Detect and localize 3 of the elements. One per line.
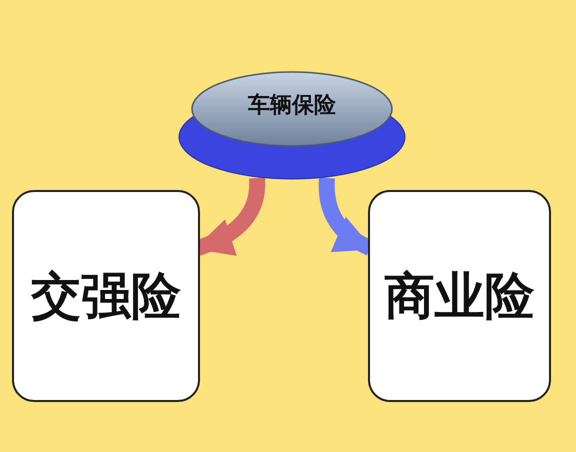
- disc-label: 车辆保险: [248, 92, 336, 120]
- text-box: 商业险: [368, 190, 551, 402]
- text-box: 交强险: [12, 190, 200, 402]
